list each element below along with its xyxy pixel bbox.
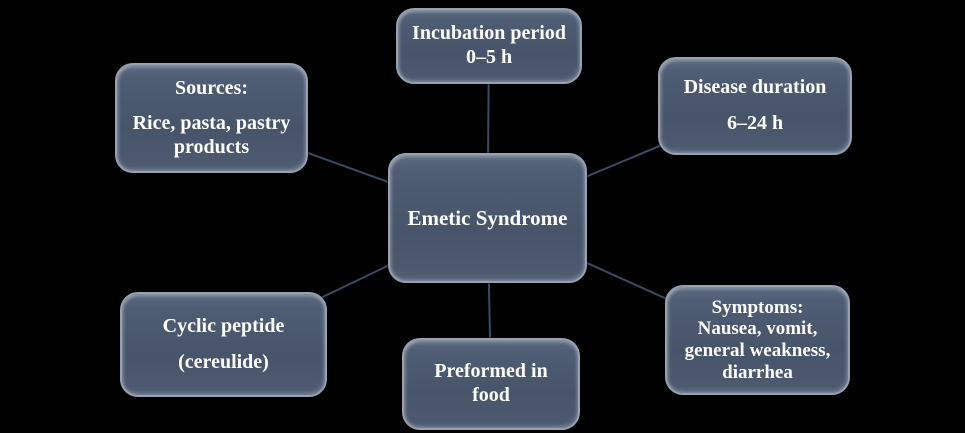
node-preformed-in-food: Preformed in food bbox=[402, 338, 580, 430]
node-sources-label: Sources: Rice, pasta, pastry products bbox=[127, 77, 296, 160]
node-toxin-label: Cyclic peptide (cereulide) bbox=[132, 315, 315, 374]
node-text-line: products bbox=[173, 135, 250, 158]
node-sources: Sources: Rice, pasta, pastry products bbox=[115, 63, 308, 173]
node-text-line: Incubation period bbox=[412, 22, 566, 45]
node-text-line: Nausea, vomit, bbox=[697, 318, 818, 340]
node-incubation-label: Incubation period 0–5 h bbox=[408, 22, 570, 69]
node-duration-label: Disease duration 6–24 h bbox=[670, 76, 840, 135]
node-text-line: general weakness, bbox=[684, 340, 831, 361]
node-text-line: Preformed in bbox=[434, 360, 548, 383]
node-center-label: Emetic Syndrome bbox=[400, 206, 575, 231]
node-symptoms: Symptoms: Nausea, vomit, general weaknes… bbox=[665, 285, 850, 395]
node-symptoms-label: Symptoms: Nausea, vomit, general weaknes… bbox=[677, 297, 838, 384]
node-text-line: Symptoms: bbox=[711, 296, 804, 318]
node-text-line: food bbox=[472, 384, 510, 406]
node-cyclic-peptide: Cyclic peptide (cereulide) bbox=[120, 292, 327, 397]
node-text-line: Rice, pasta, pastry bbox=[132, 112, 291, 135]
node-text-line: Sources: bbox=[175, 76, 248, 99]
node-emetic-syndrome: Emetic Syndrome bbox=[388, 153, 587, 283]
node-text-line: diarrhea bbox=[722, 361, 793, 383]
node-text-line: 0–5 h bbox=[465, 46, 513, 68]
node-text-line: 6–24 h bbox=[726, 112, 784, 134]
node-text-line: Emetic Syndrome bbox=[407, 205, 568, 230]
node-text-line: Cyclic peptide bbox=[162, 314, 285, 337]
node-disease-duration: Disease duration 6–24 h bbox=[658, 57, 852, 155]
node-text-line: (cereulide) bbox=[178, 350, 269, 373]
node-text-line: Disease duration bbox=[683, 76, 827, 99]
node-incubation-period: Incubation period 0–5 h bbox=[396, 8, 582, 84]
node-preformed-label: Preformed in food bbox=[414, 360, 568, 407]
